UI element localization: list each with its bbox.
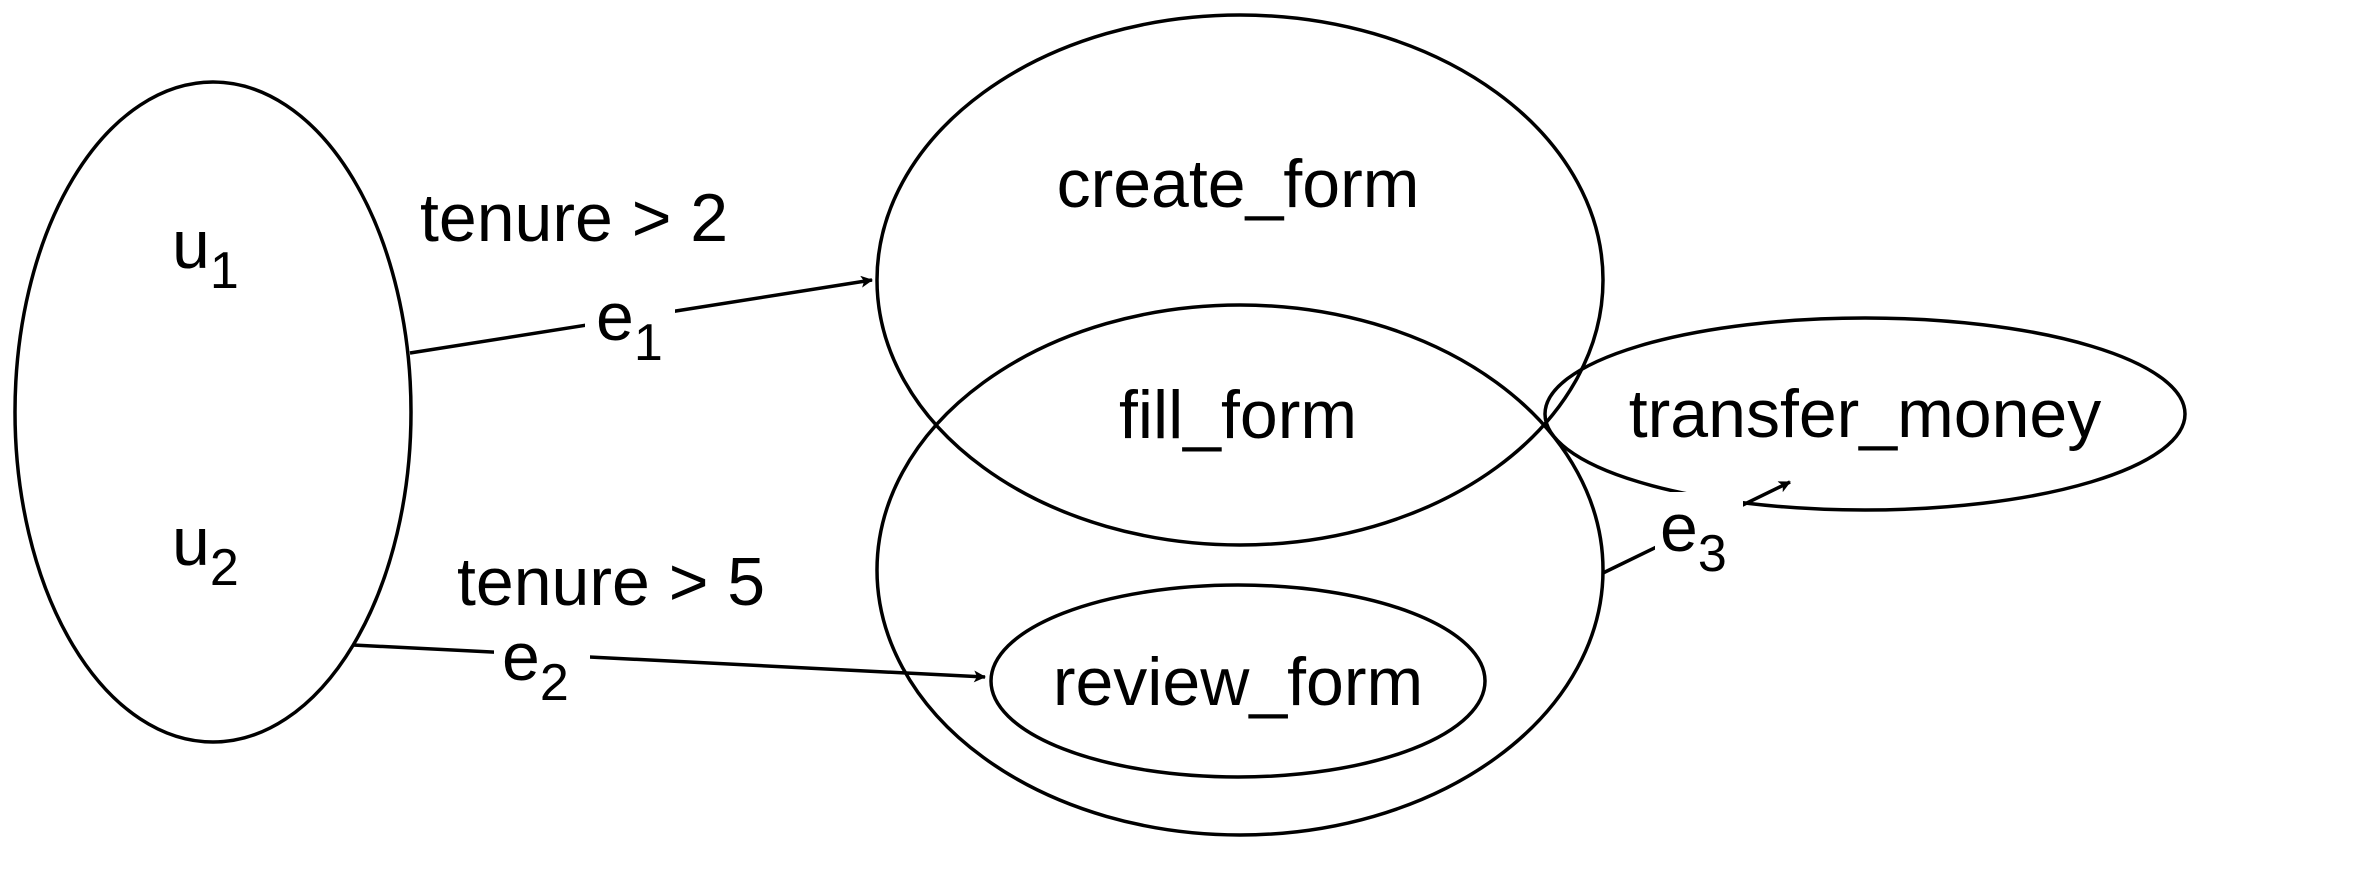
edge-e1-label-bg	[585, 290, 675, 362]
edge-e2-label: e2	[502, 619, 569, 712]
transfer-money-node[interactable]	[1543, 316, 2187, 512]
u1-label: u1	[172, 207, 239, 300]
edge-e3-label: e3	[1660, 490, 1727, 583]
edge-e2-label-bg	[494, 630, 590, 702]
edge-e2-condition: tenure > 5	[457, 544, 765, 620]
fill-form-label: fill_form	[1119, 377, 1357, 453]
u2-label: u2	[172, 504, 239, 597]
create-form-node[interactable]	[875, 13, 1605, 547]
edge-e3-label-bg	[1655, 492, 1743, 570]
fill-form-node[interactable]	[875, 303, 1605, 837]
edge-e2-arrow[interactable]	[352, 643, 986, 683]
transfer-money-label: transfer_money	[1629, 376, 2101, 452]
users-node[interactable]	[13, 80, 413, 744]
review-form-node[interactable]	[989, 583, 1487, 779]
edge-e1-condition: tenure > 2	[420, 180, 728, 256]
review-form-label: review_form	[1053, 644, 1423, 720]
create-form-label: create_form	[1057, 146, 1420, 222]
edge-e1-label: e1	[596, 279, 663, 372]
